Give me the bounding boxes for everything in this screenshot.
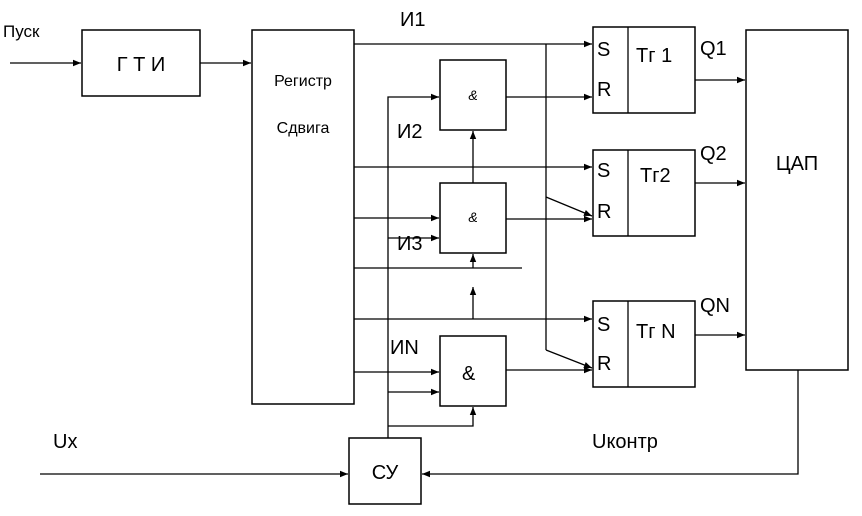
shift-register-block — [251, 29, 355, 405]
control-unit-block — [348, 437, 422, 505]
ucontrol-label: Uконтр — [592, 431, 658, 453]
wire-branch-r2 — [545, 196, 593, 217]
and-gate-2 — [439, 59, 507, 131]
trigger2-name: Тг2 — [640, 165, 671, 187]
trigger1-r: R — [597, 79, 611, 101]
wire-dac-cu — [422, 370, 799, 478]
trigger2-s: S — [597, 160, 610, 182]
andn-symbol: & — [462, 363, 476, 385]
and-gate-n — [439, 335, 507, 407]
register-label-2: Сдвига — [277, 120, 330, 137]
trigger-n-s: S — [597, 314, 610, 336]
trigger2-r: R — [597, 201, 611, 223]
trigger-1 — [592, 26, 696, 114]
and2-symbol: & — [468, 87, 477, 103]
trigger1-name: Тг 1 — [636, 45, 672, 67]
ux-label: Uх — [53, 431, 77, 453]
and3-symbol: & — [468, 209, 477, 225]
and1-label: И1 — [400, 9, 426, 31]
andn-label: ИN — [390, 337, 419, 359]
and2-label: И2 — [397, 121, 423, 143]
and3-label: И3 — [397, 233, 423, 255]
trigger-n — [592, 300, 696, 388]
wire-branch-rn — [545, 349, 593, 369]
trigger-n-name: Тг N — [636, 321, 676, 343]
dac-label: ЦАП — [776, 153, 818, 175]
register-label-1: Регистр — [274, 73, 332, 90]
q1-label: Q1 — [700, 38, 727, 60]
control-unit-label: СУ — [372, 462, 399, 484]
trigger1-s: S — [597, 39, 610, 61]
q2-label: Q2 — [700, 143, 727, 165]
gti-block — [81, 29, 201, 97]
trigger-2 — [592, 149, 696, 237]
qn-label: QN — [700, 295, 730, 317]
start-label: Пуск — [3, 22, 40, 41]
wire-cu-andn-bottom — [388, 407, 477, 427]
wire-cu-and2 — [387, 93, 439, 438]
and-gate-3 — [439, 182, 507, 254]
gti-label: Г Т И — [117, 54, 166, 76]
trigger-n-r: R — [597, 353, 611, 375]
dac-block — [745, 29, 849, 371]
